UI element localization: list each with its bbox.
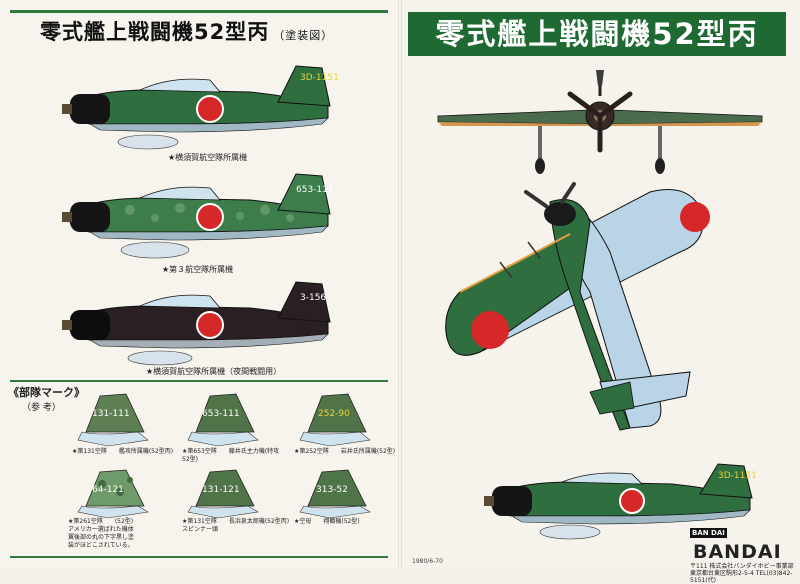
unit-tail-3: 252-90 [299,393,371,447]
profile-caption-3: ★横須賀航空隊所属機（夜間戦闘用） [146,367,282,376]
tail-code-3: 3-156 [300,293,326,303]
bottom-tail-code: 3D-1151 [718,471,757,481]
unit-tail-6: 313-52 [299,469,371,519]
profile-caption-2: ★第３航空隊所属機 [162,265,234,274]
unit-tail-2: 653-111 [187,393,259,447]
bandai-brand: BAN DAI BANDAI 〒111 株式会社バンダイホビー事業部 東京都台東区… [690,522,798,584]
unit-tail-4: 64-121 [77,469,149,519]
unit-code-1: 131-111 [92,409,130,419]
unit-caption-3: ★第252空隊 岩井氏所属機(52型) [294,448,396,455]
profile-plane-bottom: 3D-1151 [484,463,757,540]
profile-caption-1: ★横須賀航空隊所属機 [168,153,248,162]
unit-marks-subtitle: （参 考） [22,403,61,413]
profile-plane-3: 3-156 [62,281,331,366]
unit-code-4: 64-121 [92,485,124,495]
profile-plane-2: 653-111 [62,173,334,259]
bandai-logo: BAN DAI [690,527,727,538]
page-spine [398,0,402,569]
top-rule-left [10,10,388,13]
unit-code-5: 131-121 [202,485,240,495]
unit-code-2: 653-111 [202,409,240,419]
company-name: 〒111 株式会社バンダイホビー事業部 [690,563,794,570]
unit-caption-2: ★第653空隊 藤井氏主力機(特攻 52型) [182,448,286,463]
unit-caption-4: ★第261空隊 (52型) アメリカ一選ばれた機体 翼後部の丸の下字黒し塗 装が… [68,518,135,549]
unit-code-3: 252-90 [318,409,350,419]
section-rule [10,380,388,382]
profile-plane-1: 3D-1151 [62,65,339,150]
left-title: 零式艦上戦闘機52型丙（塗装図） [40,16,333,46]
tail-code-1: 3D-1151 [300,73,339,83]
right-title: 零式艦上戦闘機52型丙 [408,12,786,56]
unit-marks-title: 《部隊マーク》 [8,386,85,399]
unit-caption-1: ★第131空隊 艦攻所属機(52型丙) [72,448,174,455]
tail-code-2: 653-111 [296,185,334,195]
company-address: 東京都台東区駒形2-5-4 TEL(03)842-5151(代) [690,570,793,584]
unit-marks-heading: 《部隊マーク》 （参 考） [8,384,85,413]
unit-caption-6: ★空母 翔鶴機(52型) [294,518,360,525]
footer-code: 1980/6-70 [412,558,443,565]
unit-tail-1: 131-111 [77,393,149,447]
plan-view-plane [445,182,710,431]
unit-tail-5: 131-121 [187,469,259,519]
unit-caption-5: ★第131空隊 長浜泉太郎機(52型丙) スピンナー頭 [182,518,290,533]
left-title-suffix: （塗装図） [273,29,334,42]
unit-code-6: 313-52 [316,485,348,495]
bandai-name: BANDAI [693,541,782,563]
front-view-plane [437,70,763,174]
bottom-rule-left [10,556,388,558]
left-title-text: 零式艦上戦闘機52型丙 [40,20,270,44]
